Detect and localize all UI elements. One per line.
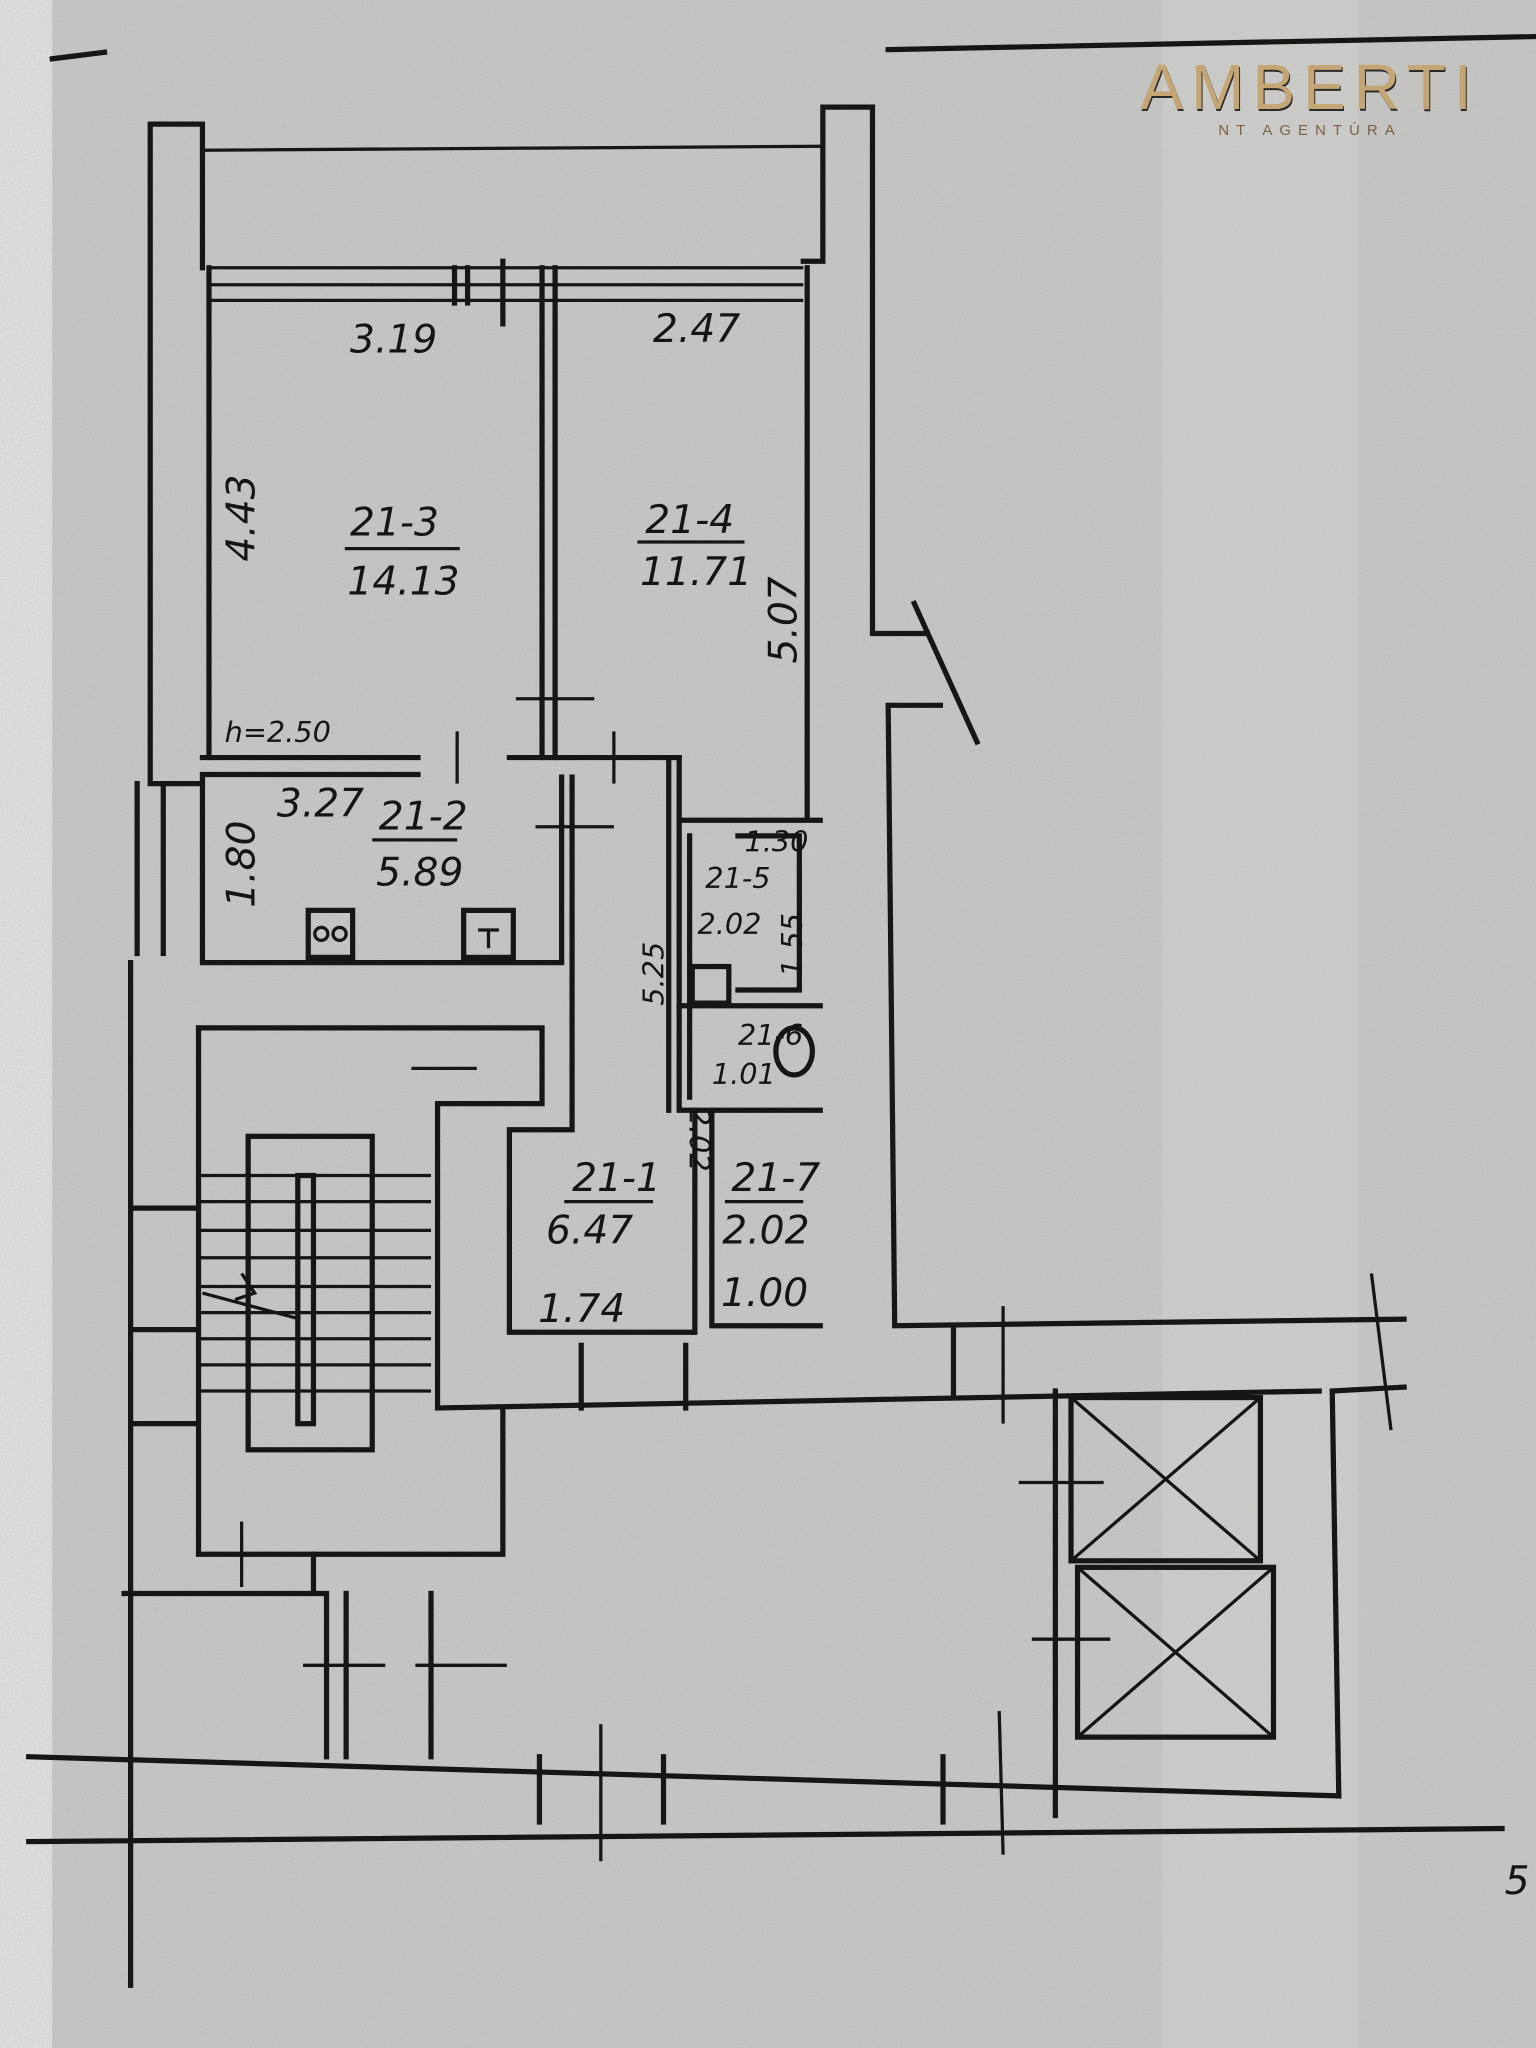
dim-room4-width: 2.47 (653, 307, 740, 352)
room-21-3-id: 21-3 (350, 501, 439, 546)
room-21-7-id: 21-7 (731, 1156, 820, 1201)
room-21-5-id: 21-5 (705, 861, 770, 895)
dim-room3-width: 3.19 (350, 318, 437, 363)
room-21-1-area: 6.47 (546, 1208, 633, 1253)
room-21-4-id: 21-4 (645, 498, 734, 543)
room-labels: 21-3 14.13 21-4 11.71 21-2 5.89 21-5 2.0… (344, 498, 820, 1253)
amberti-logo: AMBERTI NT AGENTÚRA (1135, 52, 1485, 139)
room-21-1-id: 21-1 (572, 1156, 661, 1201)
ceiling-height: h=2.50 (225, 715, 331, 749)
dim-kitchen-width: 3.27 (277, 781, 364, 826)
room-21-7-area: 2.02 (722, 1208, 809, 1253)
logo-brand: AMBERTI (1140, 51, 1480, 123)
dim-closet-width: 1.00 (721, 1271, 808, 1316)
dim-hall-width: 1.74 (538, 1287, 625, 1332)
dimension-labels: 3.19 2.47 4.43 5.07 h=2.50 3.27 1.80 1.3… (220, 307, 1530, 1904)
walls (26, 33, 1536, 1988)
dim-kitchen-depth: 1.80 (220, 821, 265, 908)
dim-room3-length: 4.43 (220, 474, 265, 561)
room-21-6-id: 21-6 (738, 1018, 803, 1052)
dim-hall-length: 5.25 (637, 942, 671, 1006)
dim-closet-side: 2.02 (683, 1108, 717, 1172)
room-21-4-area: 11.71 (640, 550, 752, 595)
room-21-2-id: 21-2 (379, 794, 468, 839)
room-21-2-area: 5.89 (376, 851, 463, 896)
room-21-5-area: 2.02 (697, 907, 761, 941)
room-21-3-area: 14.13 (347, 559, 459, 604)
fold-highlight (1162, 0, 1359, 2048)
dim-bath-length: 1.55 (775, 913, 809, 977)
room-21-6-area: 1.01 (712, 1057, 776, 1091)
logo-tagline: NT AGENTÚRA (1218, 122, 1402, 139)
corner-mark: 5 (1505, 1859, 1530, 1904)
dim-room4-length: 5.07 (762, 576, 807, 663)
dim-bath-width: 1.30 (744, 825, 808, 859)
